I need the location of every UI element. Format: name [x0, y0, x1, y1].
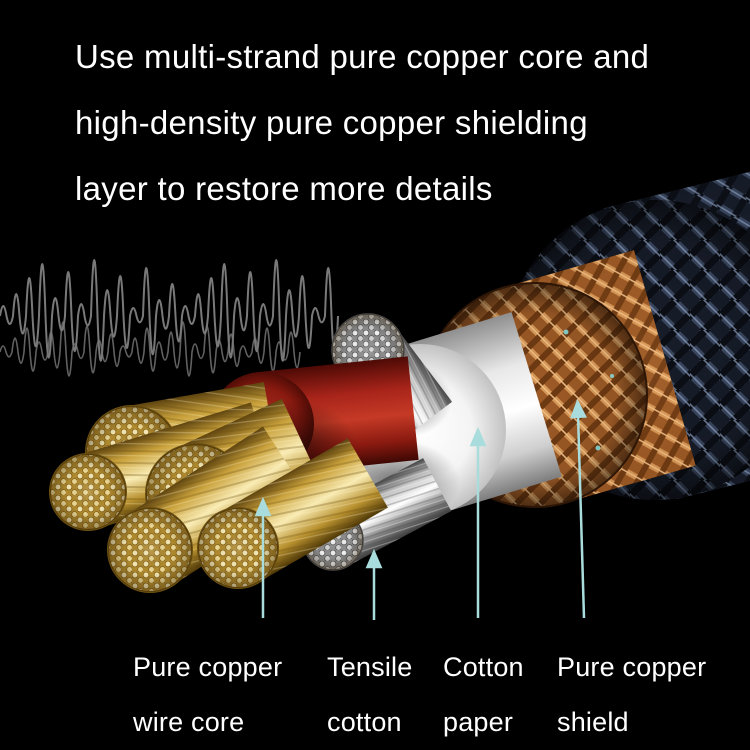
- headline-line-1: Use multi-strand pure copper core and: [75, 38, 650, 75]
- copper-wire-bundle: [107, 426, 309, 593]
- headline: Use multi-strand pure copper core and hi…: [75, 24, 649, 222]
- label-tensile-cotton: Tensile cotton: [327, 640, 412, 750]
- callout-arrow-tensile-cotton: [365, 548, 383, 620]
- label-line: Cotton: [443, 652, 524, 682]
- waveform-graphic: [0, 259, 339, 377]
- label-line: paper: [443, 707, 514, 737]
- copper-wire-cores: [49, 382, 388, 593]
- label-pure-copper-wire-core: Pure copper wire core: [133, 640, 282, 750]
- label-line: Tensile: [327, 652, 413, 682]
- label-line: cotton: [327, 707, 402, 737]
- callout-arrows: [254, 398, 588, 620]
- label-line: Pure copper: [133, 652, 283, 682]
- copper-wire-bundle: [197, 438, 388, 589]
- label-line: shield: [557, 707, 629, 737]
- label-line: wire core: [133, 707, 245, 737]
- label-pure-copper-shield: Pure copper shield: [557, 640, 706, 750]
- label-cotton-paper: Cotton paper: [443, 640, 524, 750]
- headline-line-3: layer to restore more details: [75, 170, 493, 207]
- callout-arrow-copper-shield: [570, 398, 588, 619]
- callout-arrow-wire-core: [254, 496, 272, 618]
- headline-line-2: high-density pure copper shielding: [75, 104, 588, 141]
- callout-arrow-cotton-paper: [469, 426, 487, 618]
- label-line: Pure copper: [557, 652, 707, 682]
